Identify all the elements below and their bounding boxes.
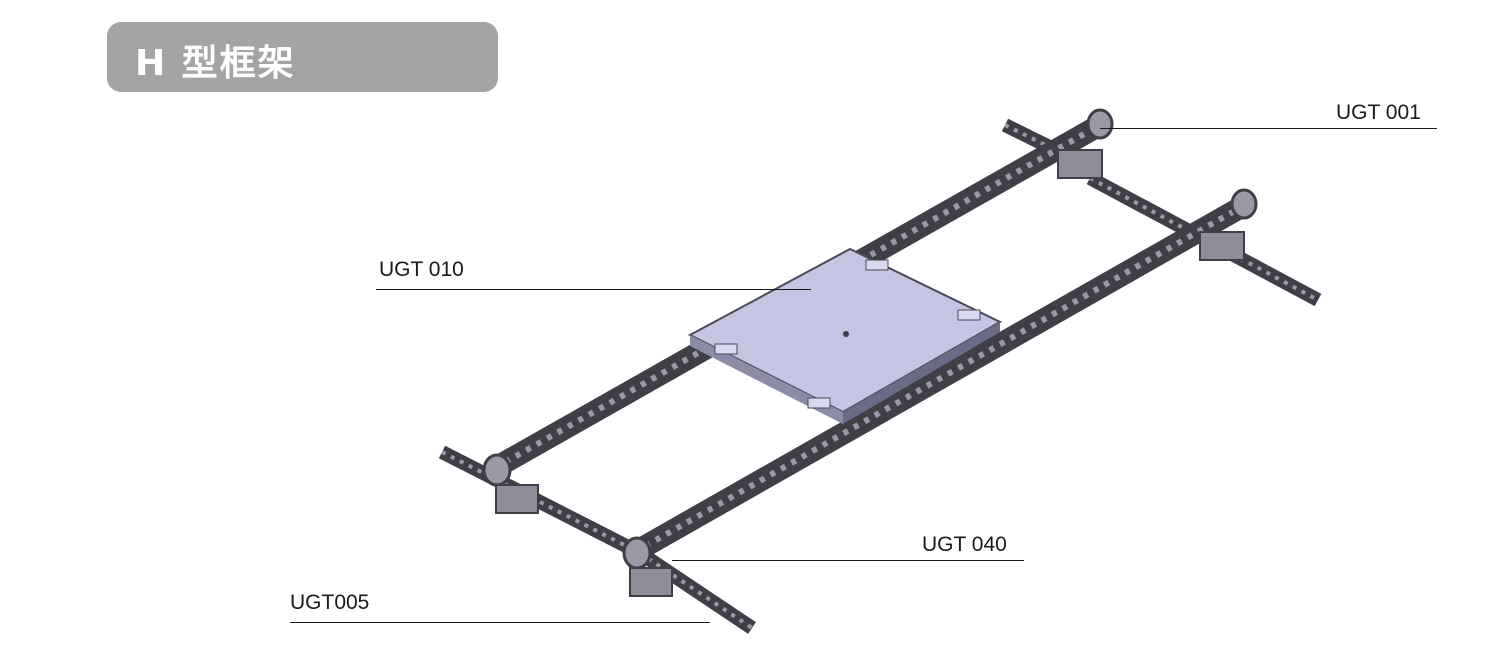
long-beam-right: [629, 195, 1251, 562]
bracket: [1199, 231, 1245, 261]
label-ugt040: UGT 040: [922, 533, 1007, 556]
label-ugt010: UGT 010: [379, 258, 464, 281]
label-ugt001: UGT 001: [1336, 101, 1421, 124]
end-cap: [622, 536, 652, 570]
end-cap: [482, 453, 512, 487]
leader-line-ugt010: [376, 289, 811, 290]
leader-line-ugt005: [290, 622, 710, 623]
leader-line-ugt001: [1100, 128, 1437, 129]
end-cap: [1086, 108, 1114, 140]
bracket: [495, 484, 539, 514]
mounting-plate: [687, 247, 1003, 424]
label-ugt005: UGT005: [290, 591, 370, 614]
cross-tube-front: [438, 445, 756, 634]
end-cap: [1230, 188, 1258, 220]
title-tab: H 型框架: [107, 22, 498, 92]
bracket: [1057, 149, 1103, 179]
page-title: H 型框架: [135, 43, 296, 84]
bracket: [629, 567, 673, 597]
leader-line-ugt040: [672, 560, 1024, 561]
